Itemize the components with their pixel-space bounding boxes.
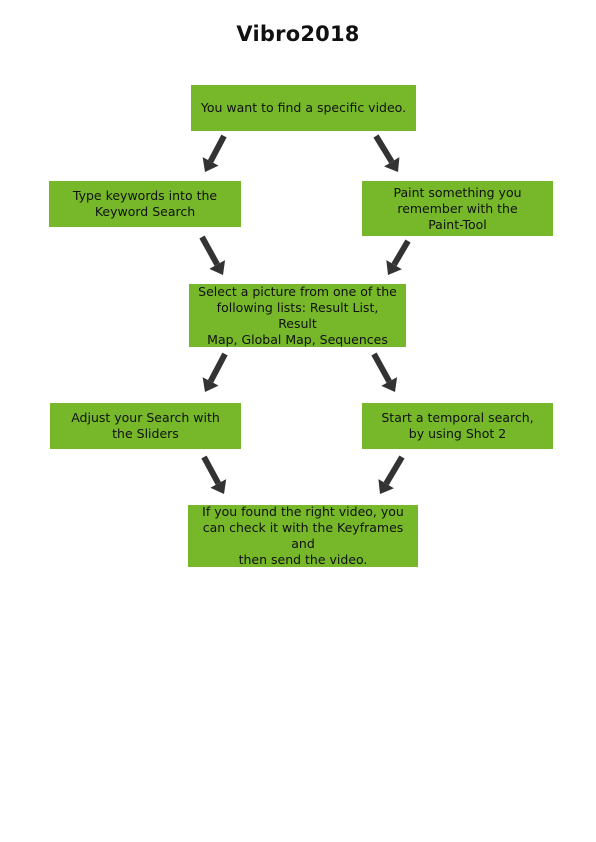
node-sliders: Adjust your Search with the Sliders	[50, 403, 241, 449]
arrow-head-3	[209, 260, 226, 275]
arrow-shaft-7	[201, 455, 221, 485]
node-keyword-search: Type keywords into the Keyword Search	[49, 181, 241, 227]
node-start: You want to find a specific video.	[191, 85, 416, 131]
arrow-shaft-3	[199, 235, 220, 266]
arrow-head-8	[378, 479, 394, 494]
node-temporal-search: Start a temporal search, by using Shot 2	[362, 403, 553, 449]
arrow-head-1	[202, 157, 219, 172]
arrow-shaft-2	[373, 134, 395, 164]
arrow-head-7	[210, 479, 227, 494]
arrow-head-2	[384, 157, 400, 172]
arrow-shaft-8	[383, 455, 405, 486]
arrow-shaft-1	[207, 134, 227, 163]
arrow-head-6	[381, 377, 398, 392]
arrow-head-4	[386, 260, 402, 275]
arrow-shaft-6	[371, 352, 392, 383]
diagram-title: Vibro2018	[236, 22, 360, 46]
node-paint-tool: Paint something you remember with the Pa…	[362, 181, 553, 236]
node-select-picture: Select a picture from one of the followi…	[189, 284, 406, 347]
arrow-head-5	[202, 377, 219, 392]
node-end: If you found the right video, you can ch…	[188, 504, 418, 567]
arrow-shaft-5	[207, 352, 228, 383]
arrow-shaft-4	[391, 239, 411, 267]
